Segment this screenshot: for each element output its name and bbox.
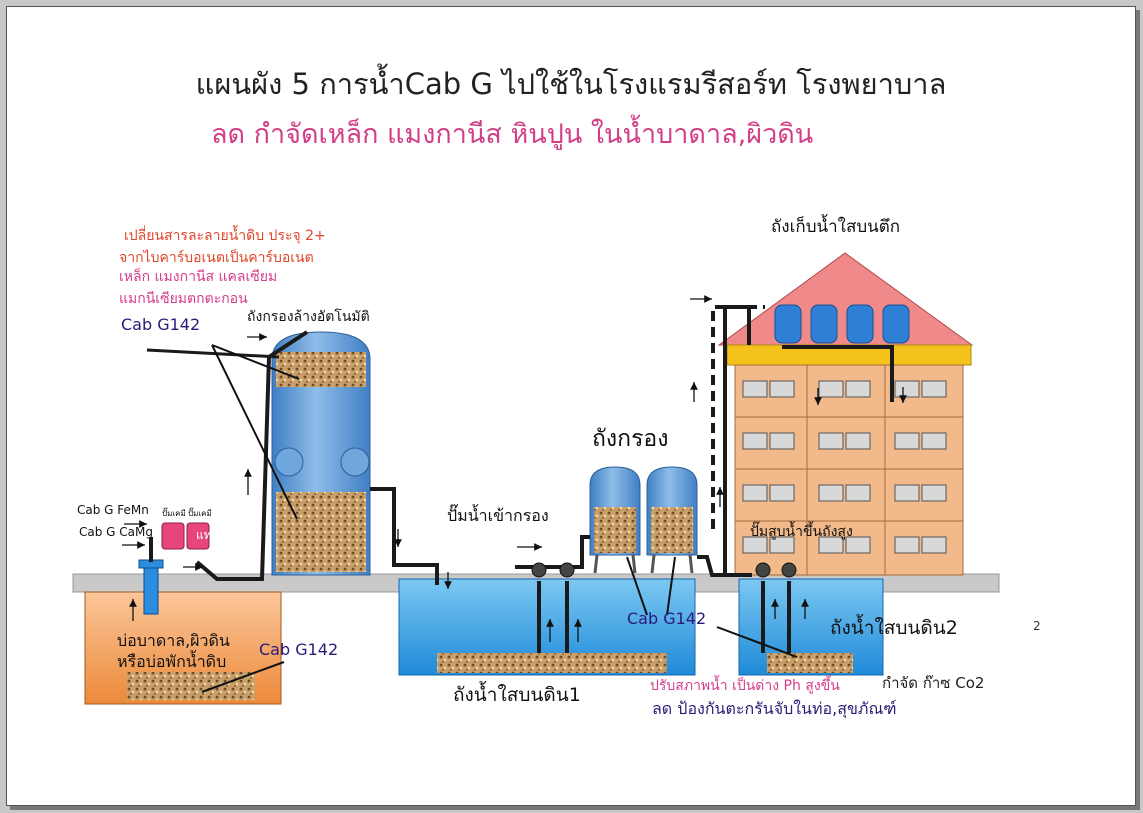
window: [742, 380, 768, 398]
cab-g-femn-label: Cab G FeMn: [77, 503, 149, 517]
cab-g142-top-label: Cab G142: [121, 315, 201, 334]
window: [921, 536, 947, 554]
pump-1: [531, 562, 547, 578]
ground-tank-2-media: [767, 653, 853, 673]
window: [894, 536, 920, 554]
window: [894, 432, 920, 450]
rooftop-tanks: [774, 304, 910, 344]
window: [845, 484, 871, 502]
window: [818, 380, 844, 398]
booster-pump-label: ปั๊มสูบน้ำขึ้นถังสูง: [750, 524, 853, 540]
well-pipe: [143, 561, 159, 615]
ground-tank-1-label: ถังน้ำใสบนดิน1: [453, 684, 581, 706]
window: [845, 380, 871, 398]
cab-g-camg-label: Cab G CaMg: [79, 525, 153, 539]
window: [742, 432, 768, 450]
window: [921, 432, 947, 450]
window: [742, 536, 768, 554]
precipitate-line2: แมกนีเซียมตกตะกอน: [119, 291, 248, 307]
window: [921, 484, 947, 502]
cab-g142-middle-label: Cab G142: [627, 609, 707, 628]
window: [818, 536, 844, 554]
dashed-pipe: [711, 305, 765, 529]
precipitate-line1: เหล็ก แมงกานีส แคลเซียม: [119, 269, 278, 285]
ion-exchange-line1: เปลี่ยนสารละลายน้ำดิบ ประจุ 2+: [124, 228, 326, 244]
window: [921, 380, 947, 398]
window: [769, 536, 795, 554]
rooftop-tank-label: ถังเก็บน้ำใสบนตึก: [771, 217, 901, 237]
window: [894, 380, 920, 398]
pump-4: [781, 562, 797, 578]
well-media: [127, 672, 255, 700]
ground-tank-1-media: [437, 653, 667, 673]
window: [818, 432, 844, 450]
chemical-pump-1-label: ปั๊มเคมี: [162, 509, 186, 518]
window: [769, 380, 795, 398]
cab-g142-well-label: Cab G142: [259, 640, 339, 659]
window: [742, 484, 768, 502]
co2-removal-label: กำจัด ก๊าซ Co2: [882, 674, 985, 692]
filter-tank-2: [646, 466, 698, 574]
chemical-tank-label: แทค: [196, 528, 220, 542]
ion-exchange-line2: จากไบคาร์บอเนตเป็นคาร์บอเนต: [119, 250, 314, 266]
chemical-tank-2: [186, 522, 210, 550]
slide-subtitle: ลด กำจัดเหล็ก แมงกานีส หินปูน ในน้ำบาดาล…: [211, 119, 814, 150]
window: [845, 536, 871, 554]
window: [769, 432, 795, 450]
auto-backwash-tank-label: ถังกรองล้างอัตโนมัติ: [247, 309, 370, 325]
filter-tanks-label: ถังกรอง: [592, 426, 669, 452]
window: [769, 484, 795, 502]
leader-lines: [201, 344, 798, 693]
well-label-line2: หรือบ่อพักน้ำดิบ: [117, 652, 227, 671]
filter-tank-1: [589, 466, 641, 574]
filter-inlet-pump-label: ปั๊มน้ำเข้ากรอง: [447, 506, 549, 525]
page-number: 2: [1033, 619, 1041, 633]
pump-2: [559, 562, 575, 578]
slide-title: แผนผัง 5 การน้ำCab G ไปใช้ในโรงแรมรีสอร์…: [195, 67, 947, 101]
vessel-media-top: [276, 352, 366, 387]
pump-3: [755, 562, 771, 578]
water-treatment-diagram: [72, 252, 1000, 705]
well-label-line1: บ่อบาดาล,ผิวดิน: [117, 631, 230, 650]
chemical-pump-2-label: ปั๊มเคมี: [188, 509, 212, 518]
window: [894, 484, 920, 502]
slide: แผนผัง 5 การน้ำCab G ไปใช้ในโรงแรมรีสอร์…: [6, 6, 1136, 806]
ph-adjust-label: ปรับสภาพน้ำ เป็นด่าง Ph สูงขึ้น: [650, 678, 840, 694]
flow-arrows: [122, 295, 907, 642]
ground-tank-2-label: ถังน้ำใสบนดิน2: [830, 617, 958, 639]
window: [845, 432, 871, 450]
scale-prevention-label: ลด ป้องกันตะกรันจับในท่อ,สุขภัณฑ์: [652, 699, 897, 718]
inlet-pipe: [146, 348, 280, 359]
chemical-tank-1: [161, 522, 185, 550]
window: [818, 484, 844, 502]
